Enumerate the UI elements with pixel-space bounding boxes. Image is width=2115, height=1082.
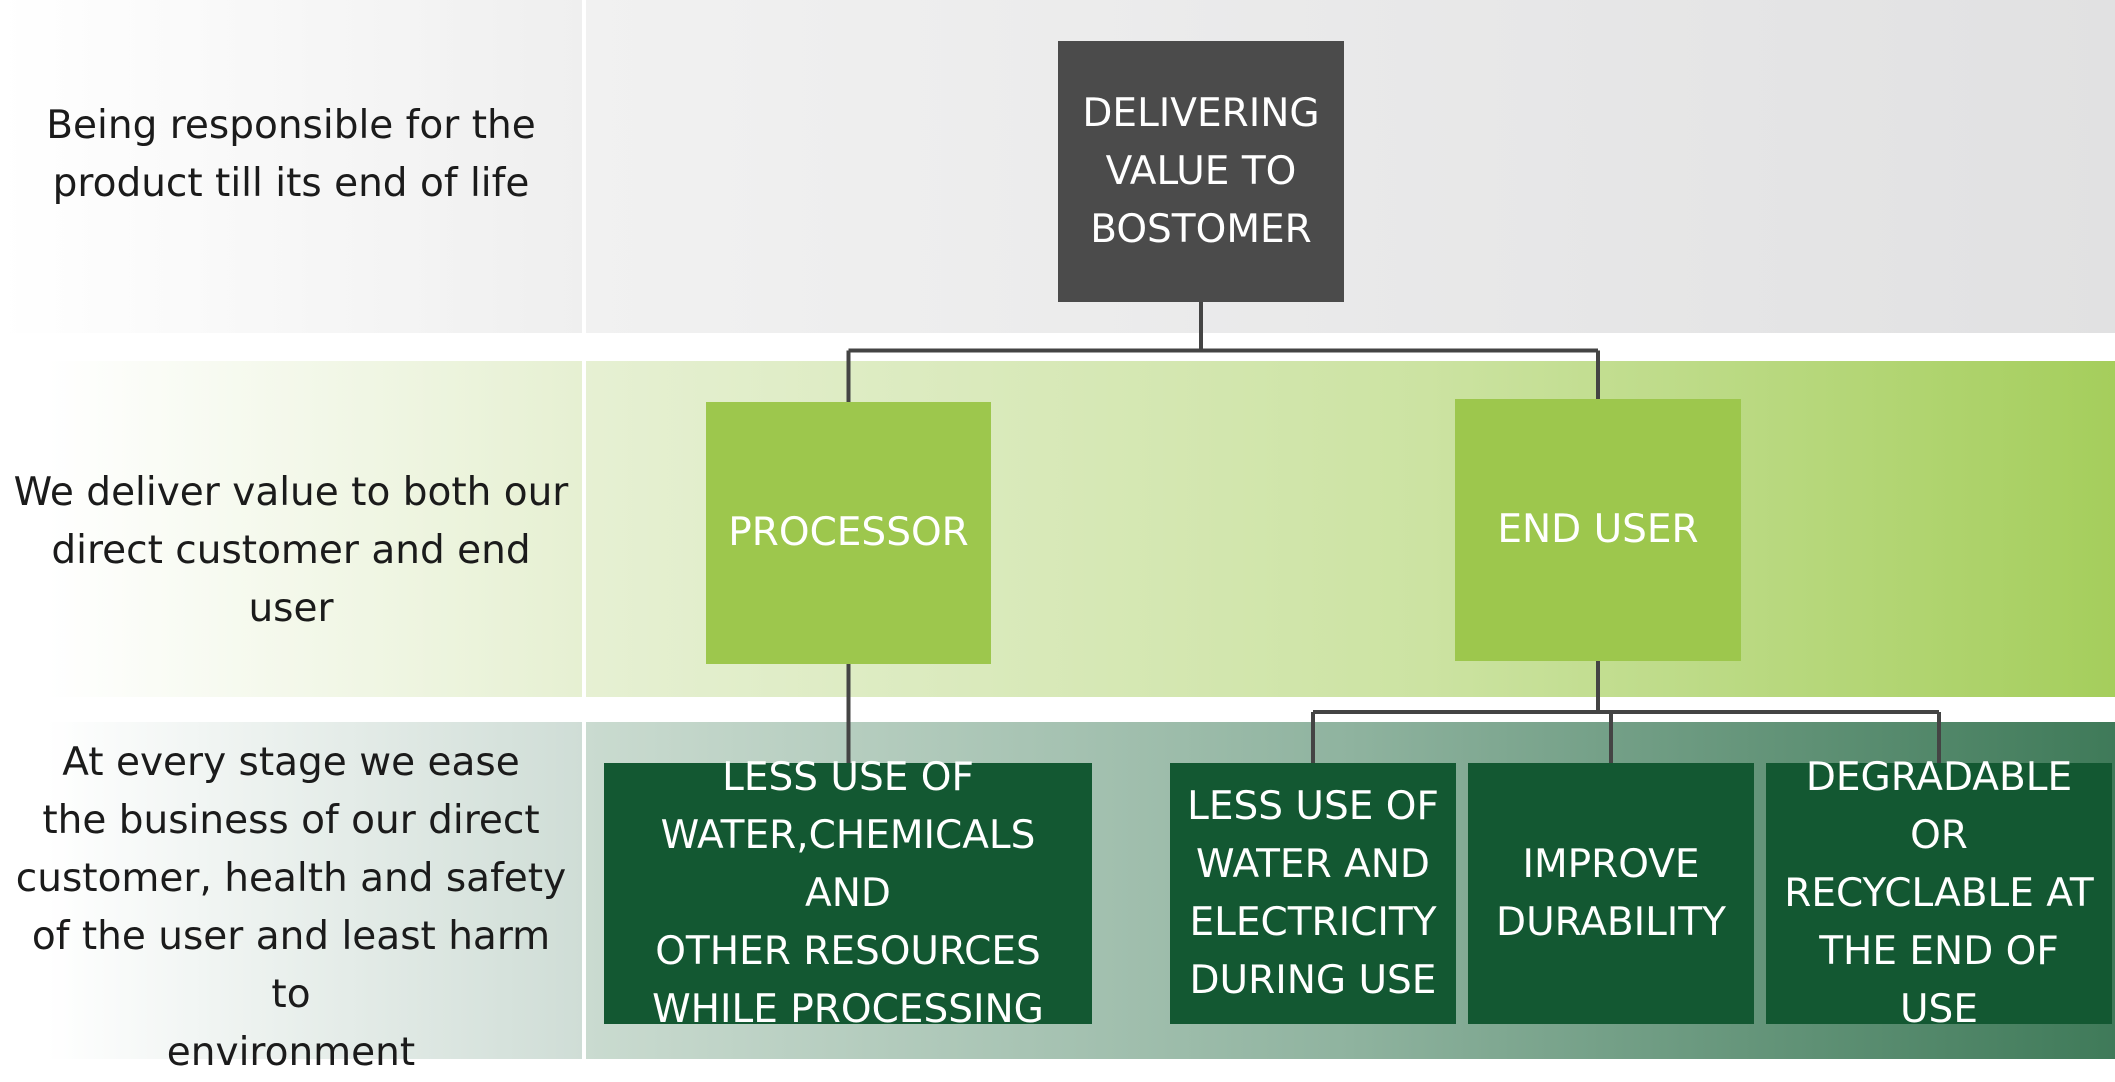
node-processor: PROCESSOR [706, 402, 991, 664]
node-less-use-during-use: LESS USE OF WATER AND ELECTRICITY DURING… [1170, 763, 1456, 1024]
row-label-value-delivery: We deliver value to both our direct cust… [10, 464, 572, 638]
node-line: ELECTRICITY [1189, 899, 1437, 945]
row-label-line: product till its end of life [52, 161, 530, 206]
row-label-responsibility: Being responsible for the product till i… [10, 97, 572, 213]
row-label-line: Being responsible for the [46, 103, 536, 148]
node-end-user: END USER [1455, 399, 1741, 661]
node-line: LESS USE OF [722, 754, 974, 800]
row-label-every-stage: At every stage we ease the business of o… [10, 734, 572, 1082]
node-degradable-recyclable: DEGRADABLE OR RECYCLABLE AT THE END OF U… [1766, 755, 2112, 1032]
node-line: DURING USE [1189, 957, 1437, 1003]
node-less-use-processing: LESS USE OF WATER,CHEMICALS AND OTHER RE… [604, 755, 1092, 1032]
node-line: WATER AND [1196, 841, 1430, 887]
node-line: THE END OF USE [1819, 928, 2059, 1032]
node-line: WATER,CHEMICALS AND [660, 812, 1036, 916]
row-label-line: At every stage we ease [62, 740, 520, 785]
node-line: DURABILITY [1496, 899, 1726, 945]
node-line: END USER [1497, 507, 1699, 552]
node-line: DELIVERING [1082, 90, 1320, 136]
row-label-line: environment [166, 1030, 416, 1075]
row-band-value [0, 0, 2115, 333]
node-line: VALUE TO [1105, 148, 1297, 194]
node-delivering-value: DELIVERING VALUE TO BOSTOMER [1058, 41, 1344, 302]
row-band-value-diagram-panel [586, 0, 2115, 333]
node-line: RECYCLABLE AT [1784, 870, 2094, 916]
row-label-line: the business of our direct [42, 798, 540, 843]
node-line: LESS USE OF [1187, 783, 1439, 829]
node-line: DEGRADABLE OR [1805, 754, 2073, 858]
row-band-value-label-panel [0, 0, 582, 333]
node-line: IMPROVE [1522, 841, 1700, 887]
node-improve-durability: IMPROVE DURABILITY [1468, 763, 1754, 1024]
node-line: OTHER RESOURCES [655, 928, 1041, 974]
row-label-line: direct customer and end user [51, 528, 531, 631]
row-band-benefits-label-panel [0, 722, 582, 1059]
row-label-line: We deliver value to both our [13, 470, 569, 515]
row-label-line: customer, health and safety [15, 856, 567, 901]
row-label-line: of the user and least harm to [31, 914, 551, 1017]
row-band-customers-label-panel [0, 361, 582, 697]
node-line: PROCESSOR [728, 510, 969, 555]
node-line: BOSTOMER [1090, 206, 1312, 252]
node-line: WHILE PROCESSING [652, 986, 1044, 1032]
